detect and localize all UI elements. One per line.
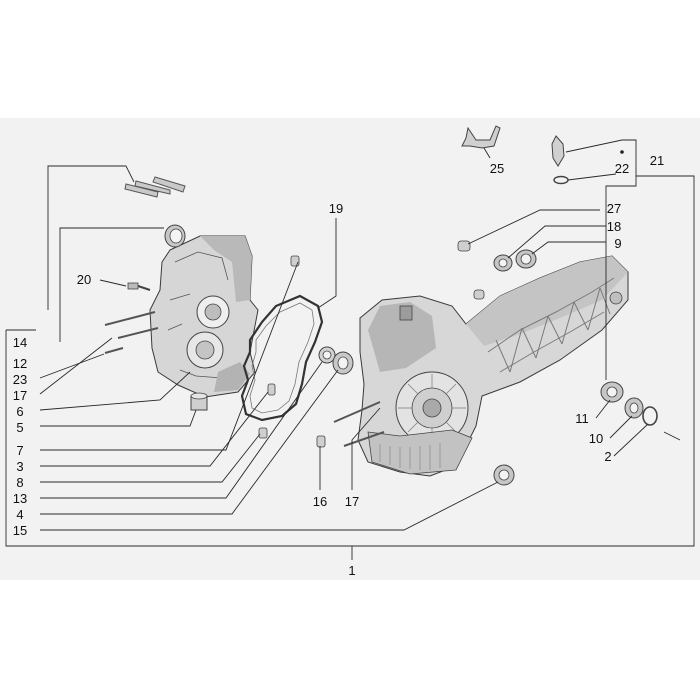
diagram-background [0, 118, 700, 580]
label-10: 10 [589, 431, 603, 446]
label-15: 15 [13, 523, 27, 538]
studs-17-right [333, 401, 385, 447]
label-5: 5 [16, 420, 23, 435]
bearing-11 [600, 381, 624, 403]
seals-4-13 [318, 346, 354, 375]
label-13: 13 [13, 491, 27, 506]
bracket-25 [461, 125, 501, 149]
label-2: 2 [604, 449, 611, 464]
bushing-27 [457, 240, 485, 300]
callout-dot [620, 150, 624, 154]
label-11: 11 [575, 411, 589, 426]
left-crankcase-half [149, 235, 259, 398]
breather-21 [551, 135, 569, 185]
bearing-15 [493, 464, 515, 486]
part-labels: 25 21 22 19 27 18 9 14 20 12 23 17 6 5 7… [13, 153, 664, 578]
label-3: 3 [16, 459, 23, 474]
bearing-12 [164, 224, 186, 248]
label-20: 20 [77, 272, 91, 287]
label-19: 19 [329, 201, 343, 216]
label-21: 21 [650, 153, 664, 168]
leader-lines [5, 139, 695, 560]
label-17-left: 17 [13, 388, 27, 403]
screw-20 [127, 282, 151, 291]
label-1: 1 [348, 563, 355, 578]
seal-10-ring-2 [624, 397, 658, 426]
label-4: 4 [16, 507, 23, 522]
dowel-pins [258, 255, 326, 448]
springs-14 [124, 176, 186, 198]
label-25: 25 [490, 161, 504, 176]
label-16: 16 [313, 494, 327, 509]
plug-5 [190, 392, 208, 411]
studs-23-17 [104, 311, 159, 354]
label-12: 12 [13, 356, 27, 371]
label-7: 7 [16, 443, 23, 458]
label-18: 18 [607, 219, 621, 234]
label-14: 14 [13, 335, 27, 350]
bearings-18-9 [493, 249, 537, 272]
label-17-right: 17 [345, 494, 359, 509]
label-9: 9 [614, 236, 621, 251]
label-6: 6 [16, 404, 23, 419]
label-22: 22 [615, 161, 629, 176]
right-crankcase-half [357, 255, 629, 477]
label-23: 23 [13, 372, 27, 387]
label-27: 27 [607, 201, 621, 216]
label-8: 8 [16, 475, 23, 490]
